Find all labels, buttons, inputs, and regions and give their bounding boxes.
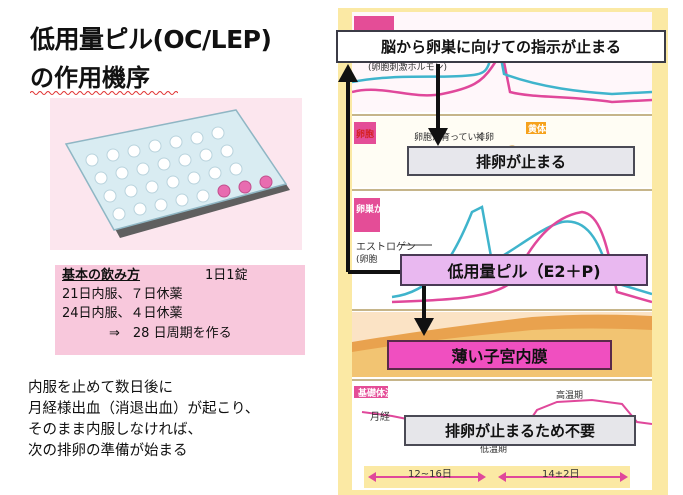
callout-not-needed: 排卵が止まるため不要 <box>404 415 636 446</box>
menses-label: 月経 <box>370 412 390 423</box>
pill-pack-image <box>50 98 302 250</box>
dosage-cycle: ⇒ 28 日周期を作る <box>109 326 232 341</box>
note-line: そのまま内服しなければ、 <box>28 422 202 438</box>
corpus-luteum-label: 黄体 <box>528 125 547 135</box>
dosage-box: 基本の飲み方 1日1錠 21日内服、７日休薬 24日内服、４日休薬 ⇒ 28 日… <box>55 265 305 355</box>
days-left-label: 12~16日 <box>408 469 452 480</box>
callout-ovulation-stops: 排卵が止まる <box>407 146 635 176</box>
estrogen-label: エストロゲン <box>356 242 416 253</box>
up-arrow-icon <box>338 64 358 82</box>
down-arrow-icon <box>428 128 448 146</box>
low-temp-label: 低温期 <box>480 445 508 455</box>
days-right-label: 14±2日 <box>542 469 580 480</box>
callout-thin-endometrium: 薄い子宮内膜 <box>387 340 612 370</box>
pill-blister-icon <box>64 109 290 238</box>
cycle-chart: (卵胞刺激ホルモン) 卵胞 卵胞が育っていく 排卵 黄体 卵巣から エストロゲン… <box>351 12 653 490</box>
follicle-grow-label: 卵胞が育っていく <box>414 133 486 143</box>
note-line: 次の排卵の準備が始まる <box>28 443 188 459</box>
basal-temp-label: 基礎体温 <box>358 389 395 399</box>
dosage-regimen-21: 21日内服、７日休薬 <box>62 287 183 302</box>
ovulate-label: 排卵 <box>476 133 495 143</box>
note-line: 月経様出血（消退出血）が起こり、 <box>28 401 260 417</box>
dosage-heading: 基本の飲み方 <box>62 268 141 283</box>
callout-brain-signal: 脳から卵巣に向けての指示が止まる <box>336 30 666 63</box>
high-temp-label: 高温期 <box>556 391 584 401</box>
arrows-overlay <box>338 64 448 336</box>
dosage-regimen-24: 24日内服、４日休薬 <box>62 306 183 321</box>
fsh-label: (卵胞刺激ホルモン) <box>368 63 448 73</box>
ovary-label: 卵胞 <box>356 130 375 140</box>
page-title: 低用量ピル(OC/LEP) <box>30 25 272 54</box>
spellcheck-underline <box>30 91 178 95</box>
withdrawal-note: 内服を止めて数日後に 月経様出血（消退出血）が起こり、 そのまま内服しなければ、… <box>28 378 259 462</box>
estrogen-sub-label: (卵胞 <box>356 255 378 265</box>
page-subtitle: の作用機序 <box>30 64 150 92</box>
dosage-per-day: 1日1錠 <box>205 268 248 283</box>
ovary-hormone-label: 卵巣から <box>356 205 393 215</box>
down-arrow-icon <box>414 318 434 336</box>
note-line: 内服を止めて数日後に <box>28 380 173 396</box>
callout-low-dose-pill: 低用量ピル（E2＋P) <box>400 254 648 286</box>
